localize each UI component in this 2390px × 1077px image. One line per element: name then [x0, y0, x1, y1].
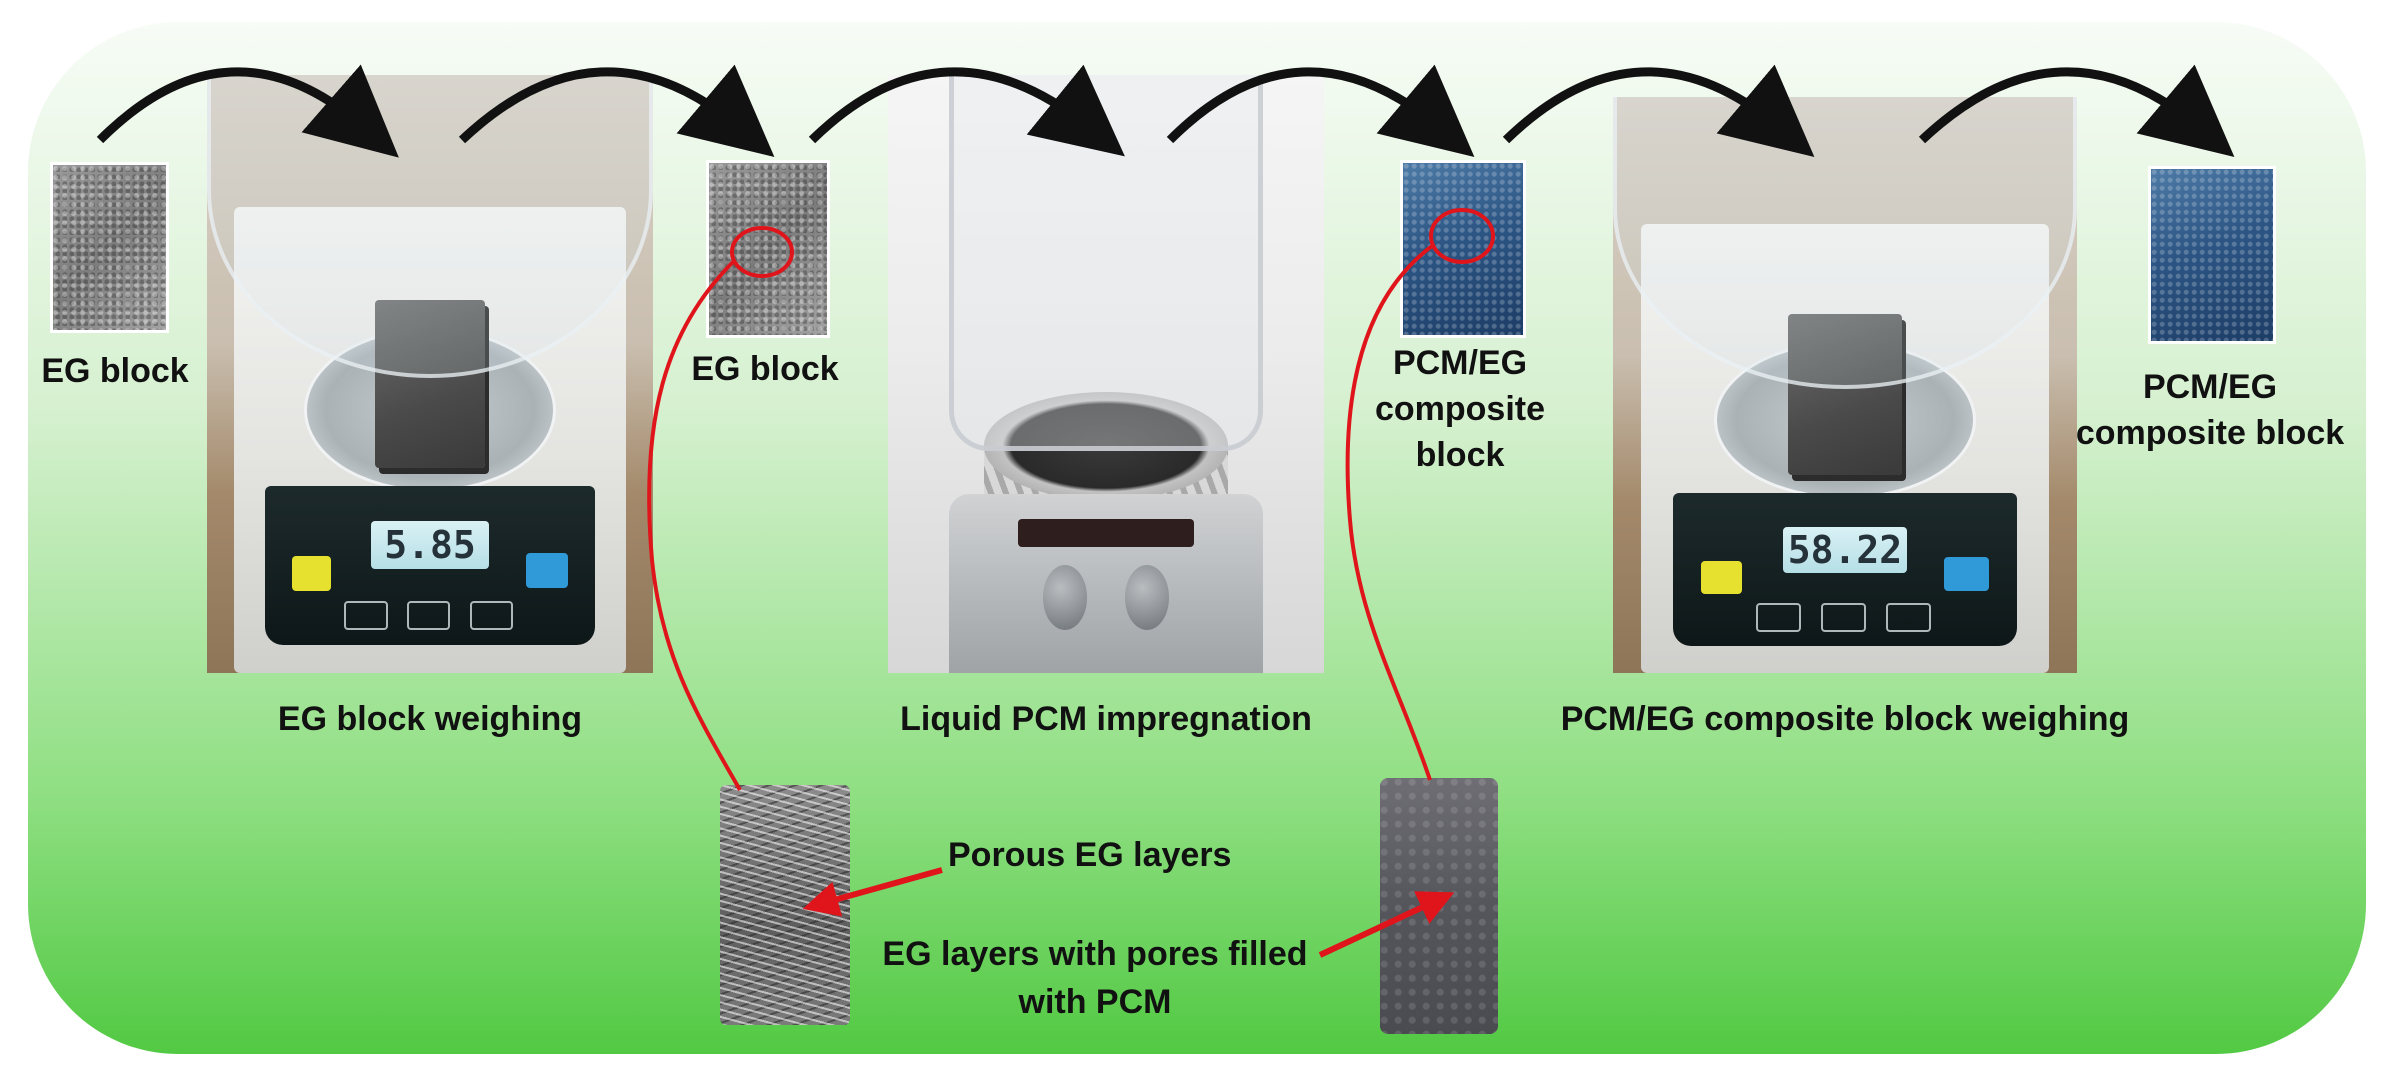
composite-block-image-2	[2148, 166, 2276, 344]
pointer-arrow-filled	[1318, 891, 1455, 958]
eg-weighing-caption: EG block weighing	[277, 700, 583, 738]
scale-reading: 5.85	[370, 521, 490, 569]
step-arrow-5	[1502, 64, 1815, 157]
scale-unit-button-2	[1755, 603, 1801, 632]
scale-unit-button	[344, 600, 388, 630]
impregnation-caption: Liquid PCM impregnation	[900, 700, 1312, 738]
scale-control-panel-2: 58.22	[1673, 493, 2017, 647]
scale-reading-2: 58.22	[1783, 526, 1907, 573]
callout-line-composite	[1345, 244, 1434, 781]
pointer-arrow-porous	[802, 867, 943, 917]
scale-cal-button-2	[1886, 603, 1932, 632]
callout-circle-eg	[730, 226, 794, 278]
step-arrow-6	[1918, 64, 2235, 157]
scale-power-button	[291, 556, 332, 592]
callout-circle-composite	[1429, 208, 1495, 264]
pcm-dish	[983, 391, 1229, 500]
hotplate-knob-right	[1124, 565, 1169, 630]
hotplate-knob-left	[1043, 565, 1088, 630]
composite-weighing-photo: 58.22	[1613, 97, 2077, 673]
composite-block-label-2: PCM/EG composite block	[2075, 368, 2345, 452]
scale-power-button-2	[1700, 560, 1743, 595]
scale-cal-button	[469, 600, 514, 630]
impregnation-photo	[888, 75, 1324, 673]
porous-layers-label: Porous EG layers	[948, 836, 1232, 874]
step-arrow-2	[458, 64, 775, 157]
scale-pcs-button-2	[1820, 603, 1867, 632]
eg-block-label-2: EG block	[691, 350, 839, 388]
hotplate-stirrer	[949, 493, 1263, 673]
step-arrow-3	[808, 64, 1125, 157]
composite-block-label-1: PCM/EG composite block	[1374, 344, 1546, 474]
step-arrow-4	[1166, 64, 1475, 157]
eg-weighing-photo: 5.85	[207, 75, 653, 673]
scale-tare-button	[525, 553, 569, 588]
scale-control-panel: 5.85	[265, 486, 595, 646]
scale-tare-button-2	[1944, 557, 1990, 592]
hotplate-display	[1018, 518, 1194, 548]
callout-line-eg	[647, 260, 742, 791]
eg-block-label-1: EG block	[41, 352, 189, 390]
eg-block-image-1	[50, 162, 169, 333]
composite-block-image-1	[1400, 160, 1526, 338]
step-arrow-1	[96, 64, 399, 158]
eg-block-image-2	[706, 160, 830, 338]
scale-pcs-button	[406, 600, 451, 630]
composite-weighing-caption: PCM/EG composite block weighing	[1560, 700, 2130, 738]
filled-layers-label: EG layers with pores filled with PCM	[882, 935, 1308, 1021]
